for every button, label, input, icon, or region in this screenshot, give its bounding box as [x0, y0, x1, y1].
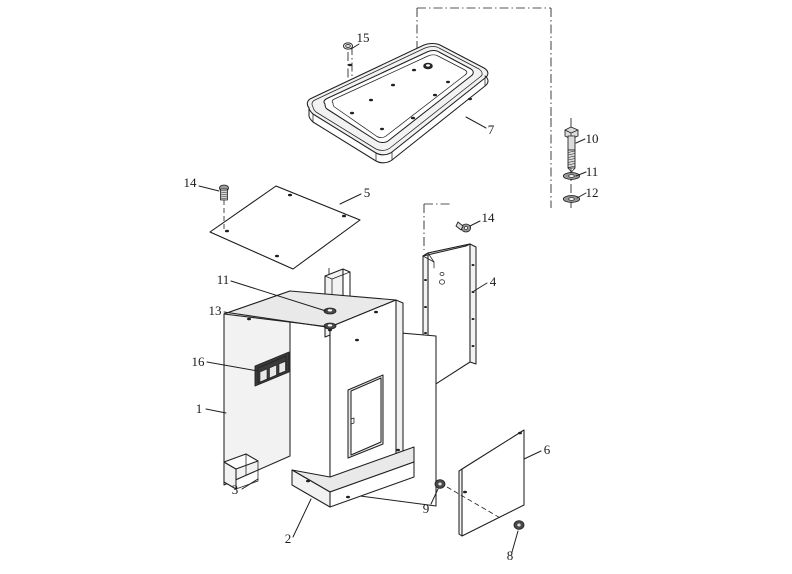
callout-11-cabinet: 11 [217, 272, 230, 287]
part-lock-washer [562, 195, 581, 203]
part-washer-upper-cabinet [323, 307, 337, 315]
callout-12: 12 [586, 185, 599, 200]
callout-4: 4 [490, 274, 497, 289]
callout-8: 8 [507, 548, 514, 563]
callout-13: 13 [209, 303, 222, 318]
part-hex-bolt [564, 126, 579, 173]
part-main-cabinet [223, 268, 437, 508]
callout-9: 9 [423, 501, 430, 516]
callout-14: 14 [184, 175, 198, 190]
part-plug-grommet [342, 42, 354, 50]
callout-5: 5 [364, 185, 371, 200]
part-control-panel [254, 351, 290, 387]
part-screw-top-plate [218, 184, 230, 231]
callout-16: 16 [192, 354, 206, 369]
part-screw-lower [513, 520, 525, 530]
callout-10: 10 [586, 131, 599, 146]
part-access-panel [446, 429, 525, 537]
part-flat-washer [562, 172, 581, 180]
part-screw-side-panel [455, 221, 472, 233]
callout-labels: 15 7 10 11 12 14 5 14 4 11 13 16 1 3 2 6… [184, 30, 599, 563]
part-screw-upper [434, 479, 446, 489]
callout-2: 2 [285, 531, 292, 546]
callout-15: 15 [357, 30, 370, 45]
part-nut-lower [323, 322, 337, 330]
part-top-cover [306, 42, 489, 164]
leader-lines [198, 43, 587, 553]
callout-14-side: 14 [482, 210, 496, 225]
callout-7: 7 [488, 122, 495, 137]
callout-3: 3 [232, 482, 239, 497]
callout-11: 11 [586, 164, 599, 179]
callout-6: 6 [544, 442, 551, 457]
part-top-plate [209, 185, 361, 270]
callout-1: 1 [196, 401, 203, 416]
part-side-panel-tall [422, 243, 477, 390]
